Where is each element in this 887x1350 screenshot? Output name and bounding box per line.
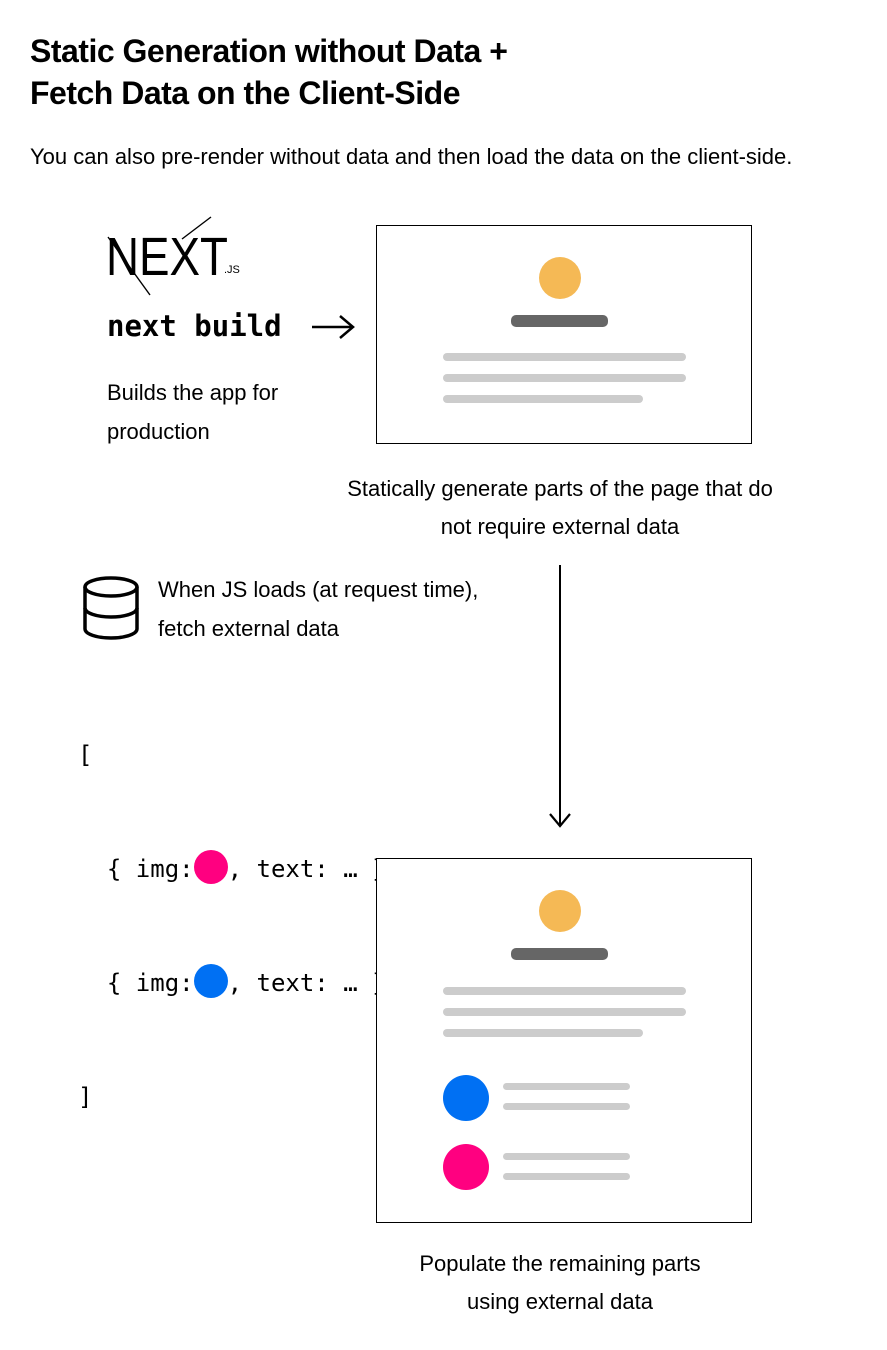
populate-caption-line-2: using external data [467, 1289, 653, 1314]
fetch-description-line-2: fetch external data [158, 616, 340, 641]
static-caption: Statically generate parts of the page th… [300, 470, 820, 546]
build-description-line-2: production [107, 419, 210, 444]
code-item-blue: { img: , text: … }, [78, 964, 401, 1002]
build-command: next build [107, 309, 282, 343]
list-text-placeholder [503, 1153, 630, 1160]
list-text-placeholder [503, 1103, 630, 1110]
populate-caption: Populate the remaining parts using exter… [340, 1245, 780, 1321]
populate-caption-line-1: Populate the remaining parts [419, 1251, 701, 1276]
page-title-line-1: Static Generation without Data + [30, 33, 508, 69]
static-page-preview [376, 225, 752, 444]
page-subtitle: You can also pre-render without data and… [30, 144, 793, 169]
list-text-placeholder [503, 1083, 630, 1090]
code-item-suffix: , text: … }, [227, 969, 401, 997]
page-title: Static Generation without Data + Fetch D… [30, 30, 730, 114]
code-item-prefix: { img: [78, 969, 194, 997]
static-caption-line-2: not require external data [440, 514, 680, 539]
fetch-description: When JS loads (at request time), fetch e… [158, 570, 558, 648]
data-code-snippet: [ { img:, text: … }, { img:, text: … }, … [78, 660, 401, 1154]
blue-image-dot [193, 964, 228, 998]
text-line-placeholder [443, 374, 686, 382]
code-close-bracket: ] [78, 1083, 93, 1111]
build-description: Builds the app for production [107, 373, 327, 451]
code-item-suffix: , text: … }, [227, 855, 401, 883]
pink-image-placeholder [443, 1144, 489, 1190]
down-arrow-icon [549, 565, 571, 828]
right-arrow-icon [312, 315, 355, 339]
text-line-placeholder [443, 395, 643, 403]
avatar-placeholder [539, 890, 581, 932]
text-line-placeholder [443, 353, 686, 361]
nextjs-logo-wordmark: NEXT [106, 227, 228, 287]
avatar-placeholder [539, 257, 581, 299]
populated-page-preview [376, 858, 752, 1223]
static-caption-line-1: Statically generate parts of the page th… [347, 476, 773, 501]
page-title-line-2: Fetch Data on the Client-Side [30, 75, 460, 111]
code-item-prefix: { img: [78, 855, 194, 883]
pink-image-dot [193, 850, 228, 884]
nextjs-logo-suffix: .JS [224, 264, 240, 276]
database-icon [83, 576, 139, 640]
build-description-line-1: Builds the app for [107, 380, 279, 405]
code-open-bracket: [ [78, 741, 93, 769]
title-placeholder [511, 315, 608, 327]
list-text-placeholder [503, 1173, 630, 1180]
nextjs-logo: NEXT .JS [106, 216, 240, 296]
text-line-placeholder [443, 1029, 643, 1037]
blue-image-placeholder [443, 1075, 489, 1121]
title-placeholder [511, 948, 608, 960]
fetch-description-line-1: When JS loads (at request time), [158, 577, 479, 602]
text-line-placeholder [443, 987, 686, 995]
text-line-placeholder [443, 1008, 686, 1016]
code-item-pink: { img: , text: … }, [78, 850, 401, 888]
